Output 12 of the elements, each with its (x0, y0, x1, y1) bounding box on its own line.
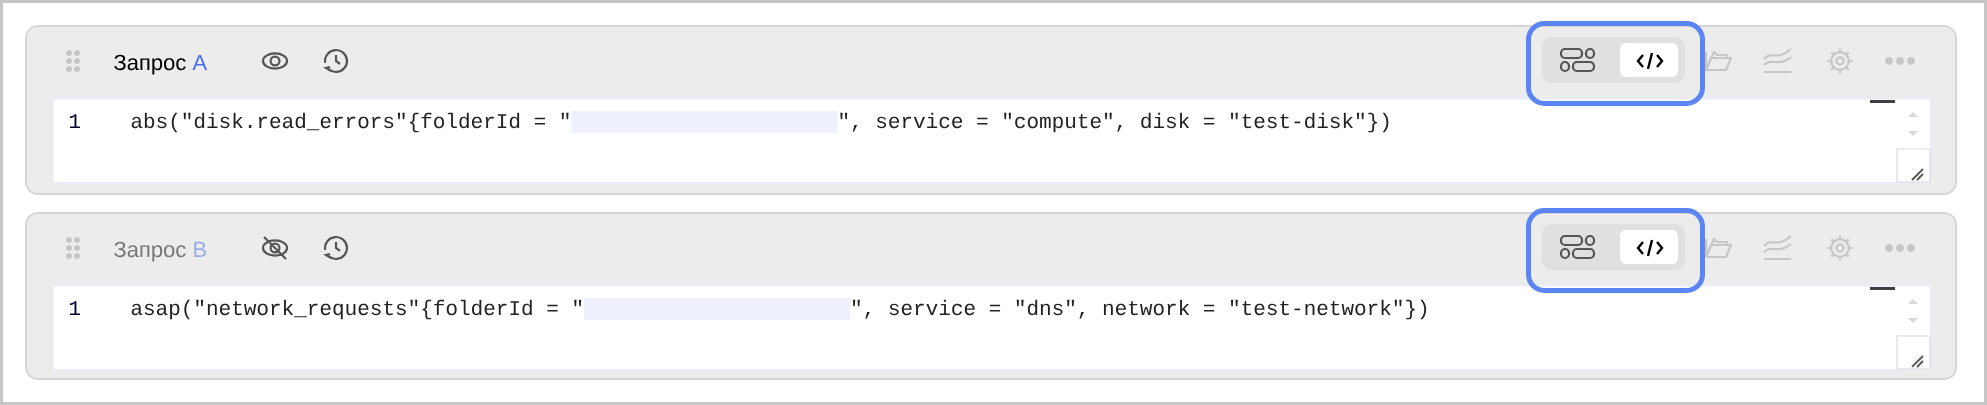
highlight-frame (1526, 21, 1705, 106)
line-number: 1 (69, 114, 80, 128)
line-number: 1 (69, 301, 80, 315)
query-title: Запрос A (114, 54, 208, 75)
node-label: ", service = "dns", network = "test-network"}) (852, 299, 1427, 320)
code-line: abs("disk.read_errors"{folderId = " ", service = "compute", disk = "test-disk"}) (131, 111, 1389, 133)
node-label: asap("network_requests"{folderId = " (131, 299, 582, 320)
node-label: ", service = "compute", disk = "test-disk"}) (840, 112, 1389, 133)
code-line: asap("network_requests"{folderId = " ", service = "dns", network = "test-network"}) (131, 298, 1427, 320)
node-label: abs("disk.read_errors"{folderId = " (131, 112, 569, 133)
query-title: Запрос B (114, 241, 206, 262)
highlight-frame (1526, 208, 1705, 293)
